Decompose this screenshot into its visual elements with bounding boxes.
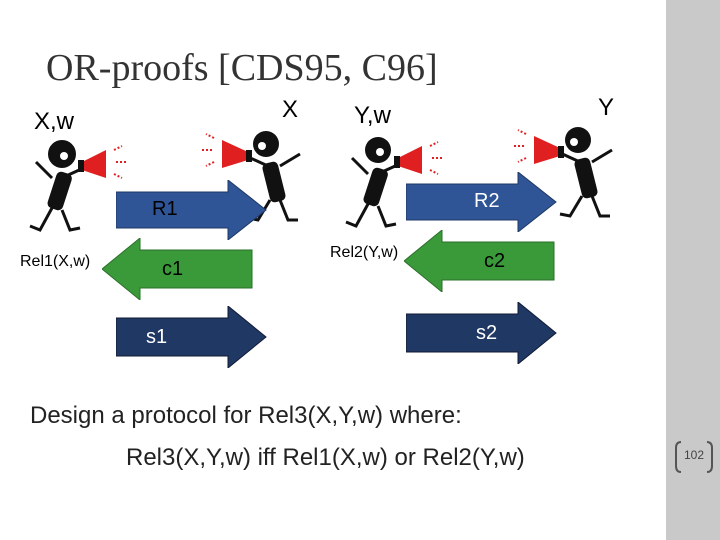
arrow-c2: c2	[404, 230, 556, 292]
body-line-1: Design a protocol for Rel3(X,Y,w) where:	[30, 402, 462, 429]
label-y: Y	[598, 94, 615, 121]
arrow-s1-label: s1	[146, 326, 168, 348]
label-rel1: Rel1(X,w)	[20, 253, 91, 270]
arrow-r2: R2	[406, 172, 558, 232]
arrow-c1-label: c1	[162, 258, 184, 280]
arrow-s2: s2	[406, 302, 558, 364]
body-line-2: Rel3(X,Y,w) iff Rel1(X,w) or Rel2(Y,w)	[126, 444, 525, 471]
slide-title: OR-proofs [CDS95, C96]	[46, 47, 438, 89]
arrow-s1: s1	[116, 306, 268, 368]
arrow-s2-label: s2	[476, 322, 498, 344]
person-megaphone-icon	[22, 132, 142, 247]
arrow-c2-label: c2	[484, 250, 506, 272]
arrow-c1: c1	[102, 238, 254, 300]
person-megaphone-icon	[338, 128, 458, 243]
page-number-text: 102	[683, 448, 705, 462]
label-x: X	[282, 96, 299, 123]
person-megaphone-icon	[512, 116, 632, 231]
arrow-r2-label: R2	[474, 190, 500, 212]
page-number: 102	[675, 440, 713, 474]
label-rel2: Rel2(Y,w)	[330, 244, 399, 261]
arrow-r1-label: R1	[152, 198, 178, 220]
label-y-w: Y,w	[354, 102, 391, 129]
label-x-w: X,w	[34, 108, 75, 135]
arrow-r1: R1	[116, 180, 268, 240]
